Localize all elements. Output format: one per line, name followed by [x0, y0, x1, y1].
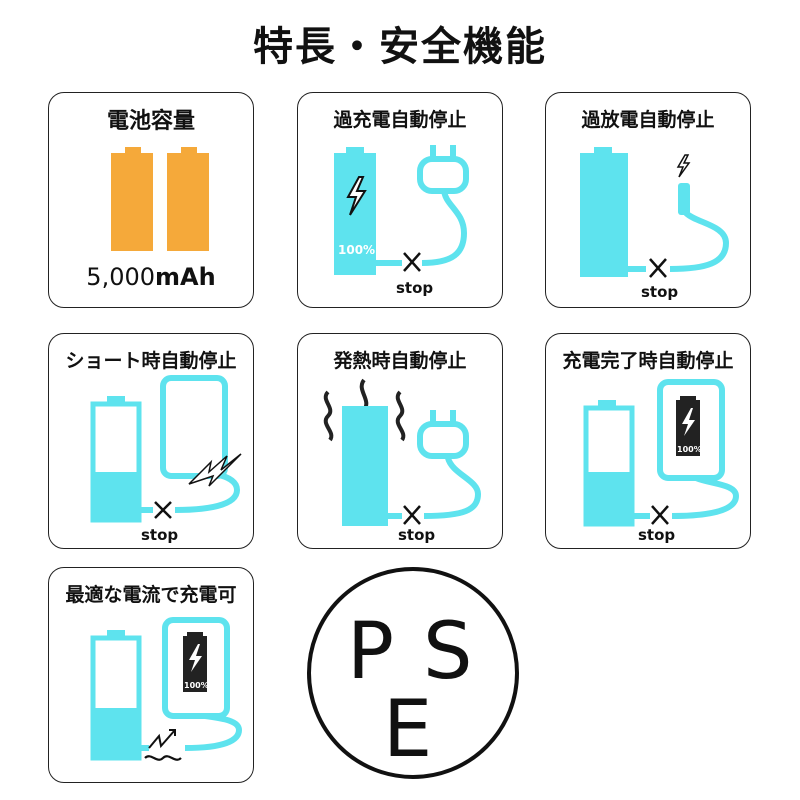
card-label: 過充電自動停止	[333, 109, 467, 131]
cross-icon	[403, 252, 421, 272]
card-label: 過放電自動停止	[581, 109, 715, 131]
current-arrow-icon	[148, 729, 176, 749]
card-label: 電池容量	[106, 109, 195, 134]
card-charge-complete-stop: 充電完了時自動停止 100% stop	[545, 333, 751, 549]
overheat-illustration	[323, 378, 482, 526]
stop-label: stop	[641, 283, 679, 301]
phone-icon	[657, 379, 725, 481]
percent-label: 100%	[184, 681, 209, 690]
card-label: 発熱時自動停止	[333, 350, 467, 372]
charge-complete-illustration	[583, 379, 740, 527]
card-battery-capacity: 電池容量 5,000mAh	[48, 92, 254, 308]
card-optimal-current: 最適な電流で充電可 100%	[48, 567, 254, 783]
card-overheat-stop: 発熱時自動停止 stop	[297, 333, 503, 549]
stop-label: stop	[396, 279, 434, 297]
lightning-icon	[676, 154, 691, 178]
wave-icon	[144, 755, 182, 761]
percent-label: 100%	[338, 243, 376, 257]
stop-label: stop	[398, 526, 436, 544]
pse-circle-icon	[307, 567, 519, 779]
short-circuit-illustration	[90, 375, 242, 523]
lightning-icon	[682, 408, 695, 436]
capacity-unit: mAh	[155, 263, 216, 291]
spark-icon	[188, 453, 242, 487]
card-label: 充電完了時自動停止	[562, 350, 734, 372]
card-overcharge-stop: 過充電自動停止 100% stop	[297, 92, 503, 308]
card-label: 最適な電流で充電可	[65, 584, 237, 606]
cross-icon	[651, 505, 669, 525]
cross-icon	[154, 501, 172, 519]
stop-label: stop	[638, 526, 676, 544]
pse-letter-s: S	[423, 607, 473, 697]
pse-mark: P S E	[305, 565, 521, 781]
page-title: 特長・安全機能	[253, 24, 547, 70]
optimal-current-illustration	[90, 617, 243, 761]
phone-icon	[160, 375, 228, 479]
capacity-value: 5,000	[86, 263, 156, 291]
lightning-icon	[189, 644, 202, 672]
overdischarge-illustration	[580, 147, 730, 278]
heat-wave-icon	[395, 390, 406, 442]
phone-icon	[162, 617, 230, 719]
overcharge-illustration	[334, 145, 469, 275]
lightning-icon	[346, 176, 367, 216]
card-short-circuit-stop: ショート時自動停止 stop	[48, 333, 254, 549]
pse-letter-e: E	[383, 685, 433, 775]
cable-connector-icon	[678, 183, 690, 215]
heat-wave-icon	[323, 390, 334, 442]
plug-icon	[417, 421, 469, 459]
card-overdischarge-stop: 過放電自動停止 stop	[545, 92, 751, 308]
card-label: ショート時自動停止	[65, 350, 237, 372]
stop-label: stop	[141, 526, 179, 544]
percent-label: 100%	[677, 445, 702, 454]
battery-pair-icon	[111, 147, 209, 251]
pse-letter-p: P	[347, 607, 395, 697]
cross-icon	[403, 505, 421, 525]
capacity-text: 5,000mAh	[49, 263, 253, 291]
plug-icon	[417, 156, 469, 194]
cross-icon	[649, 258, 667, 278]
